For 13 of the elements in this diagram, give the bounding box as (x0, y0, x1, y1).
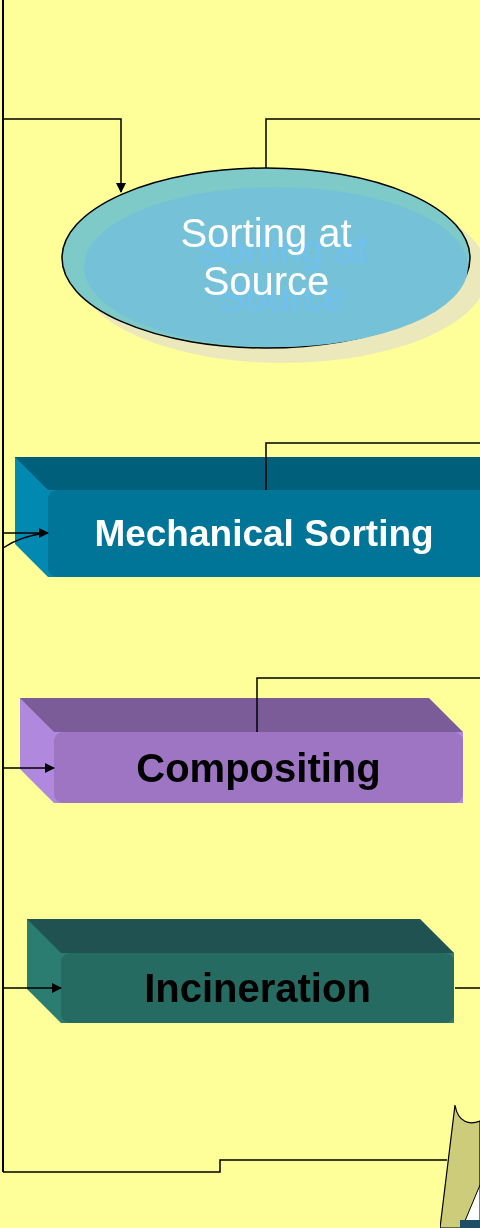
process-block (27, 919, 454, 1023)
bin-drawing (440, 1103, 480, 1228)
process-block (20, 698, 463, 803)
block-label: Mechanical Sorting (94, 515, 434, 552)
block-label: Compositing (136, 747, 381, 788)
connector-trunk (2, 0, 4, 1173)
connector-arrow (2, 528, 49, 549)
block-label: Incineration (144, 968, 371, 1008)
process-block (15, 457, 480, 577)
connector-arrow (2, 763, 55, 773)
connector-arrow (2, 118, 126, 193)
connector-arrow (2, 983, 62, 993)
ellipse-label: Sorting at Source (179, 210, 353, 305)
